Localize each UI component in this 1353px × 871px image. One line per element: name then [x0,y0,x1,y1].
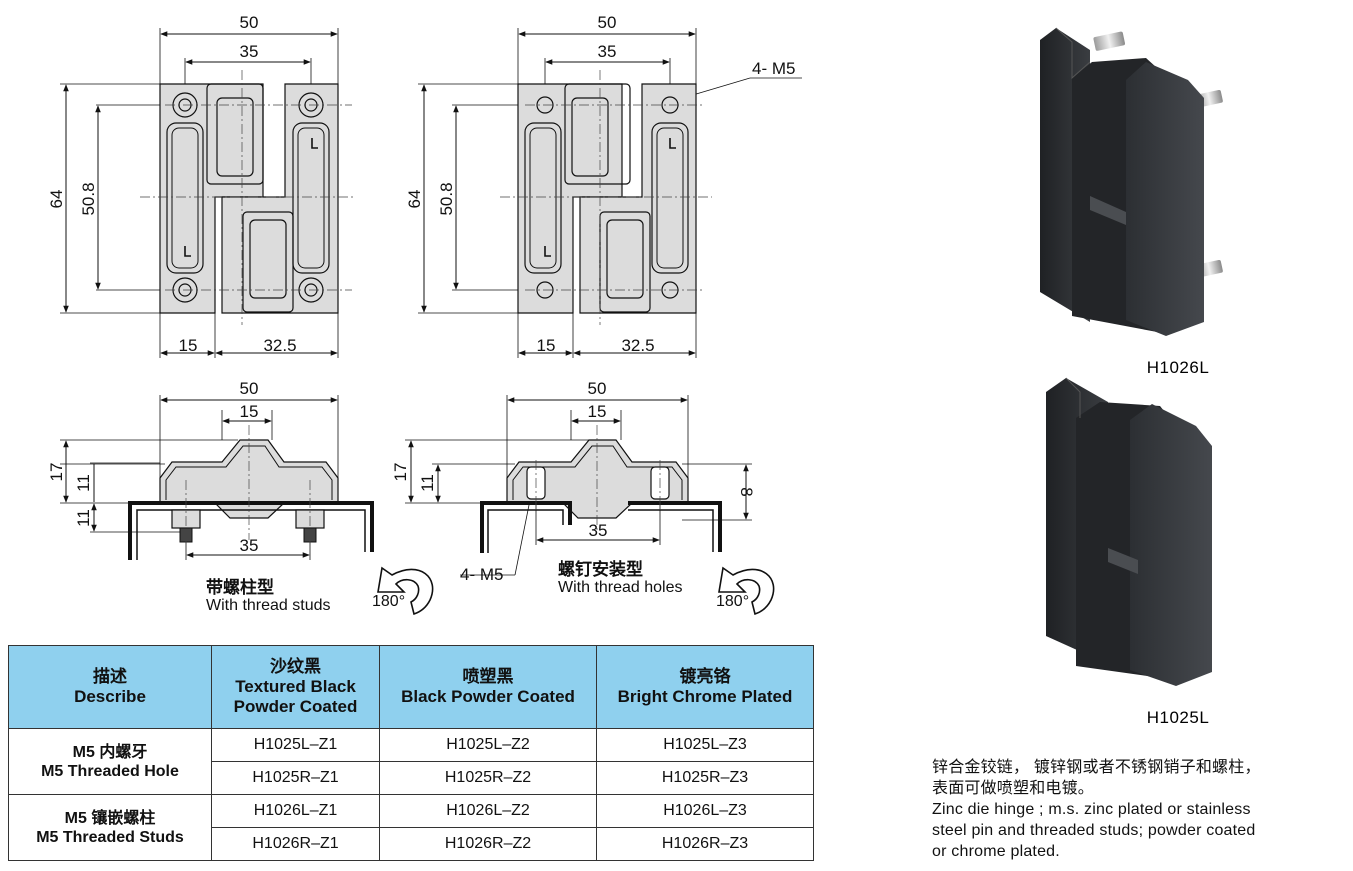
rotation-label: 180° [716,593,749,610]
product-label-top: H1026L [1147,358,1210,377]
dim-width: 50 [598,13,617,32]
hole-callout: 4- M5 [752,59,795,78]
dim-hole-depth: 8 [737,487,756,496]
description-cn-line: 表面可做喷塑和电镀。 [932,780,1095,797]
dim-total-height: 17 [391,463,410,482]
front-view-studs: 50 35 64 50.8 15 32.5 [47,13,355,358]
table-cell: H1025L–Z3 [596,728,814,762]
table-cell: H1026R–Z1 [211,827,380,861]
dim-body-height: 11 [74,474,93,492]
table-cell: H1026R–Z3 [596,827,814,861]
hinge-h1026l-image [1040,27,1223,336]
rotation-label: 180° [372,593,405,610]
table-cell: H1026L–Z1 [211,794,380,828]
table-cell: H1025R–Z1 [211,761,380,795]
dim-width: 50 [240,379,259,398]
table-cell: H1026L–Z2 [379,794,597,828]
product-description: 锌合金铰链， 镀锌钢或者不锈钢销子和螺柱， 表面可做喷塑和电镀。 Zinc di… [932,757,1342,862]
description-en-line: or chrome plated. [932,843,1060,860]
dim-hole-span: 35 [598,42,617,61]
dim-right-leaf: 32.5 [621,336,654,355]
description-cn-line: 锌合金铰链， 镀锌钢或者不锈钢销子和螺柱， [932,759,1261,776]
caption-holes-en: With thread holes [558,579,683,596]
description-en-line: steel pin and threaded studs; powder coa… [932,822,1256,839]
dim-hole-span: 35 [589,521,608,540]
table-cell: H1025R–Z2 [379,761,597,795]
front-view-holes: 50 35 64 50.8 15 32.5 4- M5 [405,13,802,358]
caption-holes-cn: 螺钉安装型 [558,560,643,579]
dim-knuckle: 15 [588,402,607,421]
caption-studs-cn: 带螺柱型 [206,578,274,597]
dim-hole-span: 35 [240,42,259,61]
dim-right-leaf: 32.5 [263,336,296,355]
table-cell: H1026R–Z2 [379,827,597,861]
rotate-180-icon: 180° [372,566,434,616]
table-cell: H1026L–Z3 [596,794,814,828]
table-cell: H1025L–Z1 [211,728,380,762]
table-cell: H1025L–Z2 [379,728,597,762]
dim-hole-pitch: 50.8 [437,182,456,215]
table-cell: H1025R–Z3 [596,761,814,795]
dim-stud-height: 11 [74,509,93,527]
caption-studs-en: With thread studs [206,597,331,614]
dim-width: 50 [240,13,259,32]
hinge-h1025l-image [1046,377,1212,686]
dim-height: 64 [405,190,424,209]
dim-body-height: 11 [418,474,437,492]
dim-width: 50 [588,379,607,398]
product-label-bottom: H1025L [1147,708,1210,727]
dim-height: 64 [47,190,66,209]
dim-left-leaf: 15 [537,336,556,355]
dim-total-height: 17 [47,463,66,482]
dim-knuckle: 15 [240,402,259,421]
dim-left-leaf: 15 [179,336,198,355]
table-row: H1025R–Z1 H1025R–Z2 H1025R–Z3 [9,761,814,795]
dim-stud-span: 35 [240,536,259,555]
table-row: H1026R–Z1 H1026R–Z2 H1026R–Z3 [9,827,814,861]
dim-hole-pitch: 50.8 [79,182,98,215]
side-view-studs: 50 15 17 11 11 35 180° [47,379,434,616]
rotate-180-icon: 180° [716,566,775,616]
hole-callout: 4- M5 [460,565,503,584]
side-view-holes: 50 15 17 11 8 35 4- M5 180° [391,379,775,616]
description-en-line: Zinc die hinge ; m.s. zinc plated or sta… [932,801,1251,818]
